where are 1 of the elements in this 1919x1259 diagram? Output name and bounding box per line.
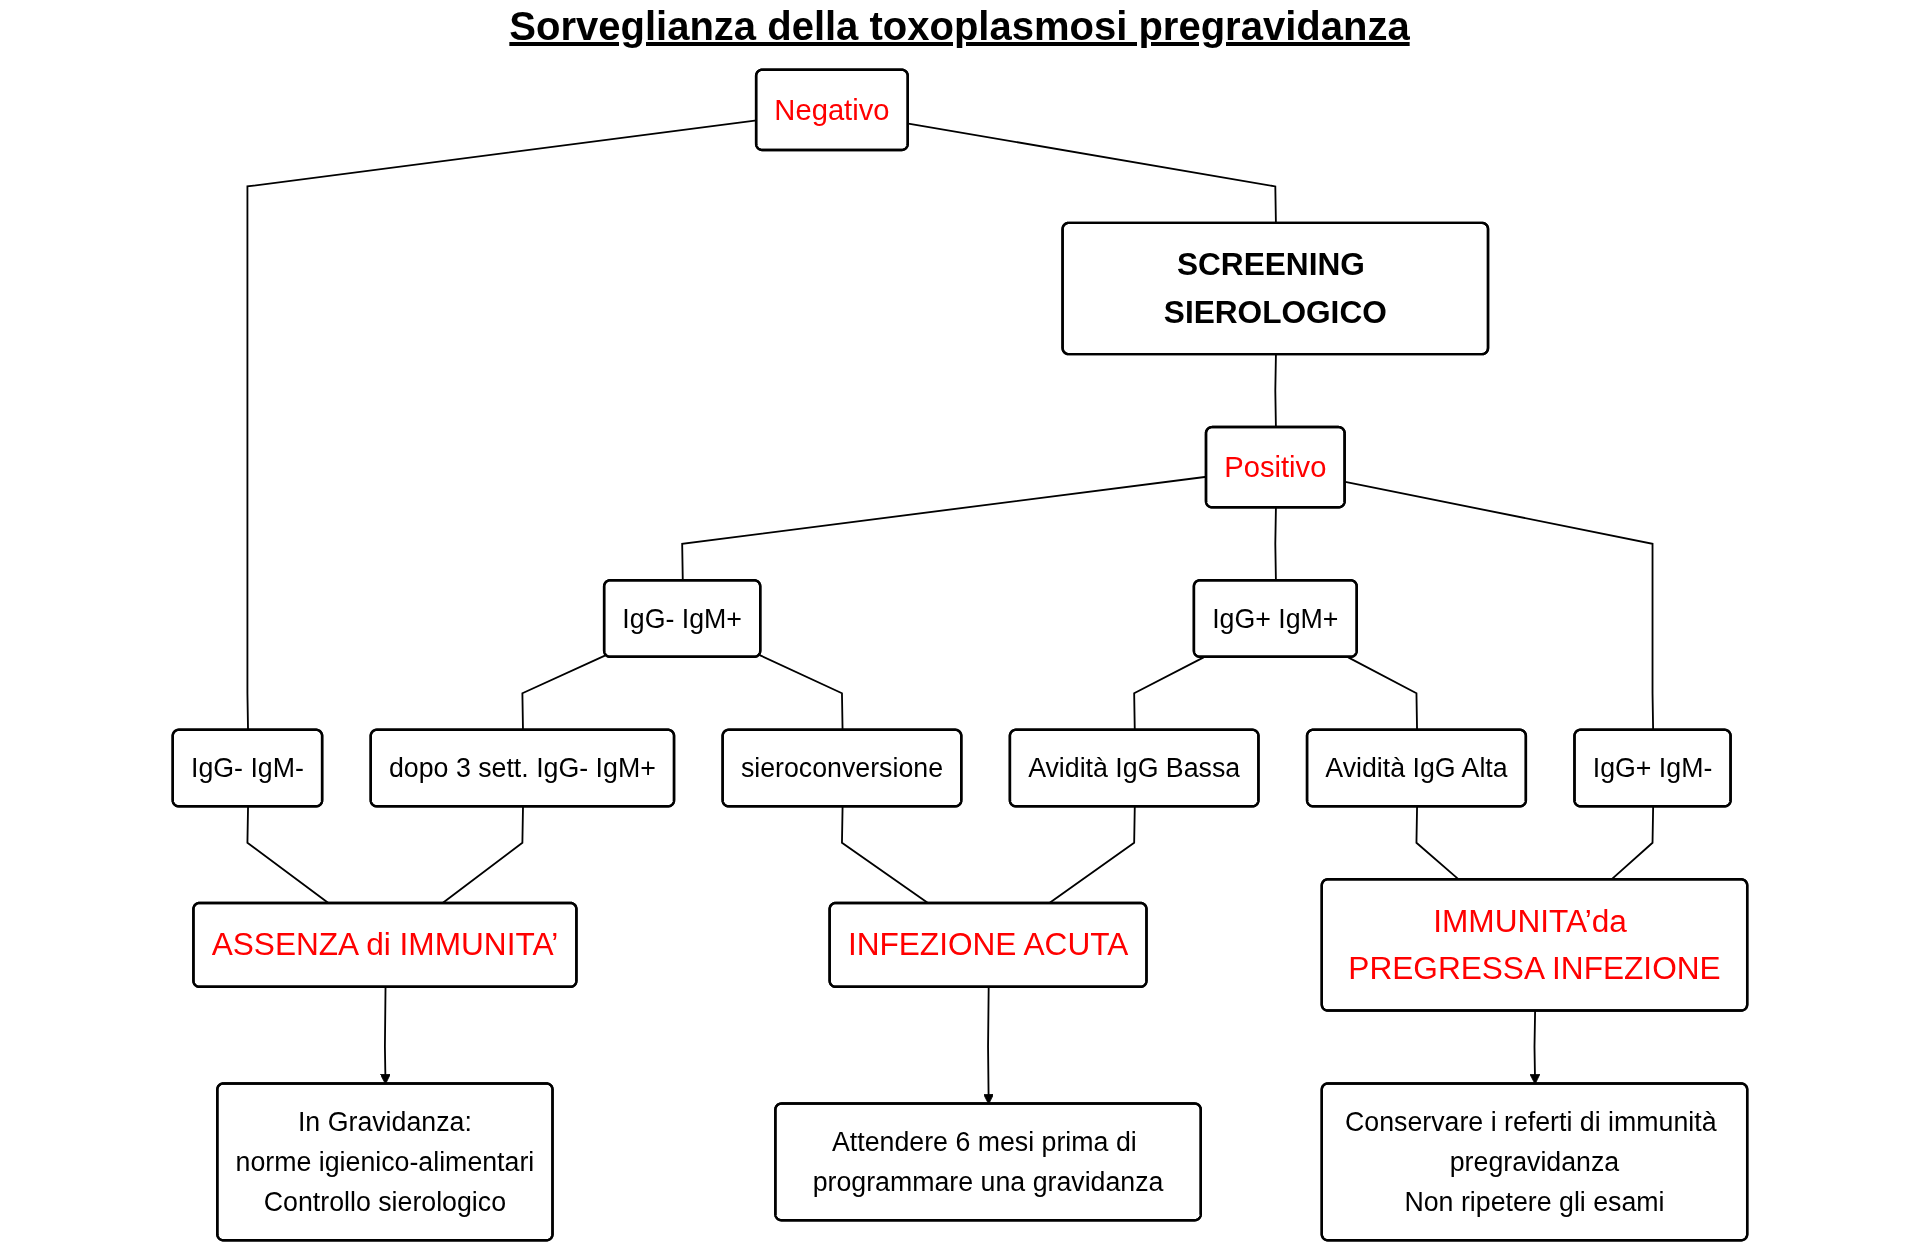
title: Sorveglianza della toxoplasmosi pregravidanza: [508, 4, 1411, 49]
